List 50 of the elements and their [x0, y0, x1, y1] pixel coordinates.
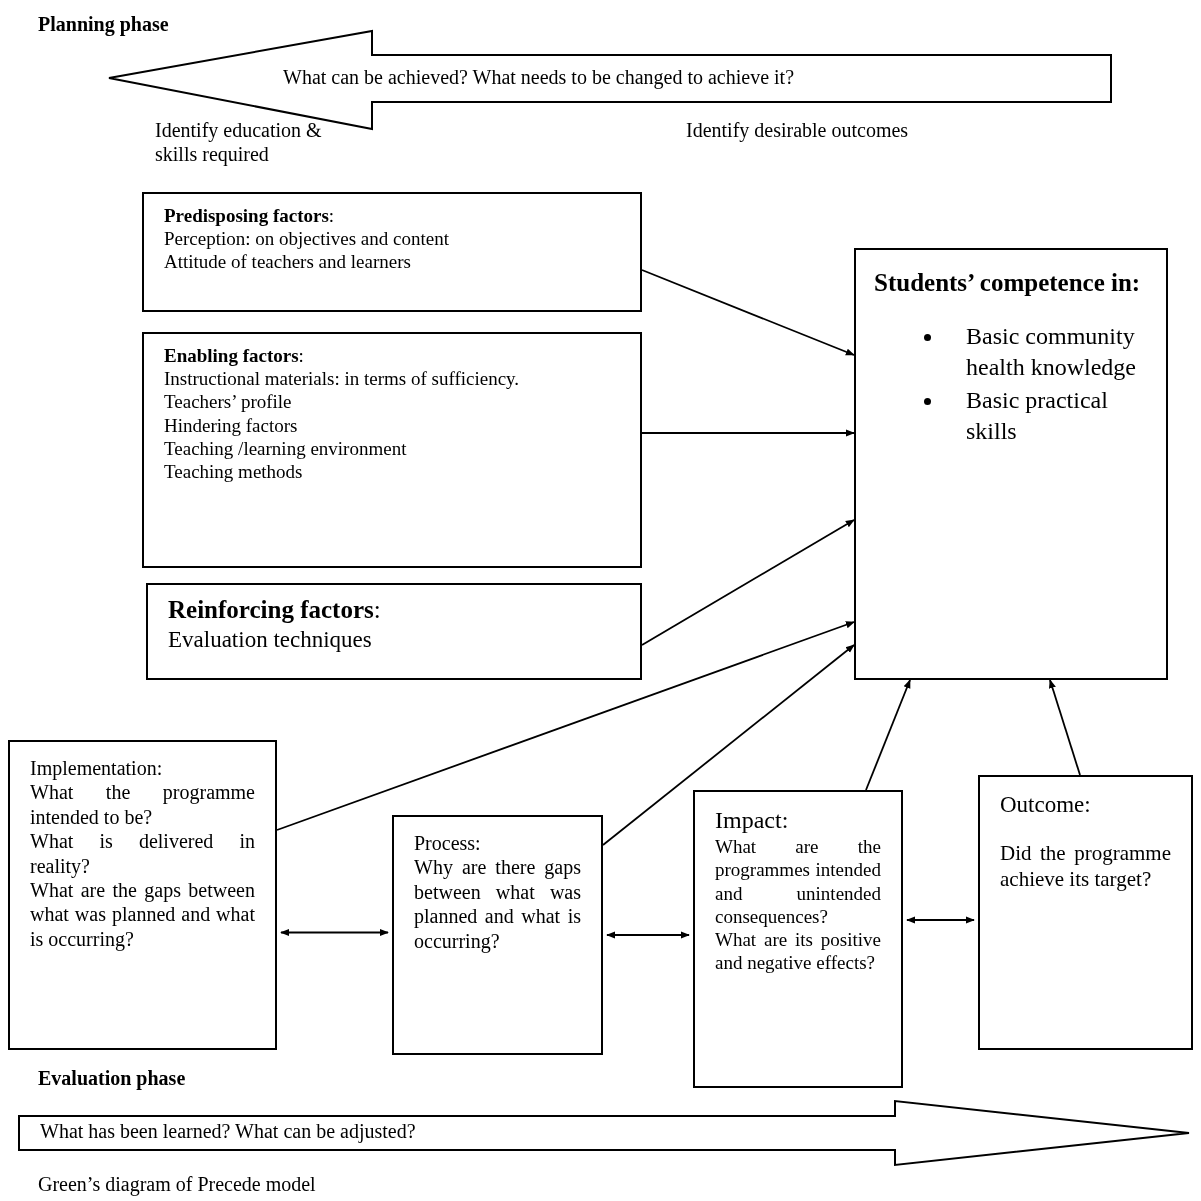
box-text: What the programme intended to be? — [30, 780, 255, 830]
evaluation-box — [8, 740, 277, 1050]
step-label: Identify education & skills required — [155, 118, 323, 166]
box-text: What are the gaps between what was planned and what is occurring? — [30, 878, 255, 952]
box-heading: Reinforcing factors: — [168, 595, 382, 625]
box-heading: Students’ competence in: — [874, 268, 1142, 298]
arrow-text: What has been learned? What can be adjusted? — [40, 1119, 416, 1143]
arrow — [641, 429, 855, 437]
arrow — [276, 621, 855, 831]
box-text: Evaluation techniques — [168, 625, 373, 654]
box-text: Perception: on objectives and content — [164, 227, 450, 251]
evaluation-box — [978, 775, 1193, 1050]
evaluation-box — [392, 815, 603, 1055]
box-heading: Predisposing factors: — [164, 204, 336, 228]
box-text: Hindering factors — [164, 413, 299, 437]
outcome-box — [854, 248, 1168, 680]
step-label: Identify desirable outcomes — [686, 118, 910, 142]
box-text: Teaching methods — [164, 459, 304, 484]
arrow — [606, 931, 690, 939]
box-heading: Implementation: — [30, 756, 164, 781]
box-text: What are its positive and negative effects? — [715, 927, 881, 975]
factor-box — [146, 583, 642, 680]
arrow — [602, 644, 855, 846]
arrow-text: What can be achieved? What needs to be changed to achieve it? — [283, 65, 795, 89]
caption: Green’s diagram of Precede model — [38, 1172, 316, 1196]
phase-heading: Evaluation phase — [38, 1066, 187, 1090]
arrow — [280, 928, 389, 937]
factor-box — [142, 332, 642, 568]
arrow — [1049, 679, 1081, 776]
box-heading: Process: — [414, 831, 482, 856]
box-text: Did the programme achieve its target? — [1000, 841, 1171, 893]
box-heading: Outcome: — [1000, 791, 1092, 819]
box-text: What is delivered in reality? — [30, 829, 255, 878]
box-text: Teachers’ profile — [164, 390, 293, 414]
box-text: Instructional materials: in terms of sufficiency. — [164, 367, 521, 391]
box-heading: Impact: — [715, 806, 790, 835]
evaluation-box — [693, 790, 903, 1088]
list-item-text: Basic practical skills — [966, 386, 1109, 447]
factor-box — [142, 192, 642, 312]
box-text: Why are there gaps between what was planned and what is occurring? — [414, 855, 581, 953]
arrow — [865, 679, 911, 791]
box-text: Attitude of teachers and learners — [164, 250, 412, 274]
phase-heading: Planning phase — [38, 12, 170, 36]
box-text: What are the programmes intended and unintended consequences? — [715, 835, 881, 928]
arrow — [641, 519, 855, 646]
arrow — [906, 916, 975, 924]
box-heading: Enabling factors: — [164, 344, 305, 368]
box-text: Teaching /learning environment — [164, 436, 408, 460]
arrow — [641, 269, 855, 356]
list-item-text: Basic community health knowledge — [966, 321, 1137, 382]
